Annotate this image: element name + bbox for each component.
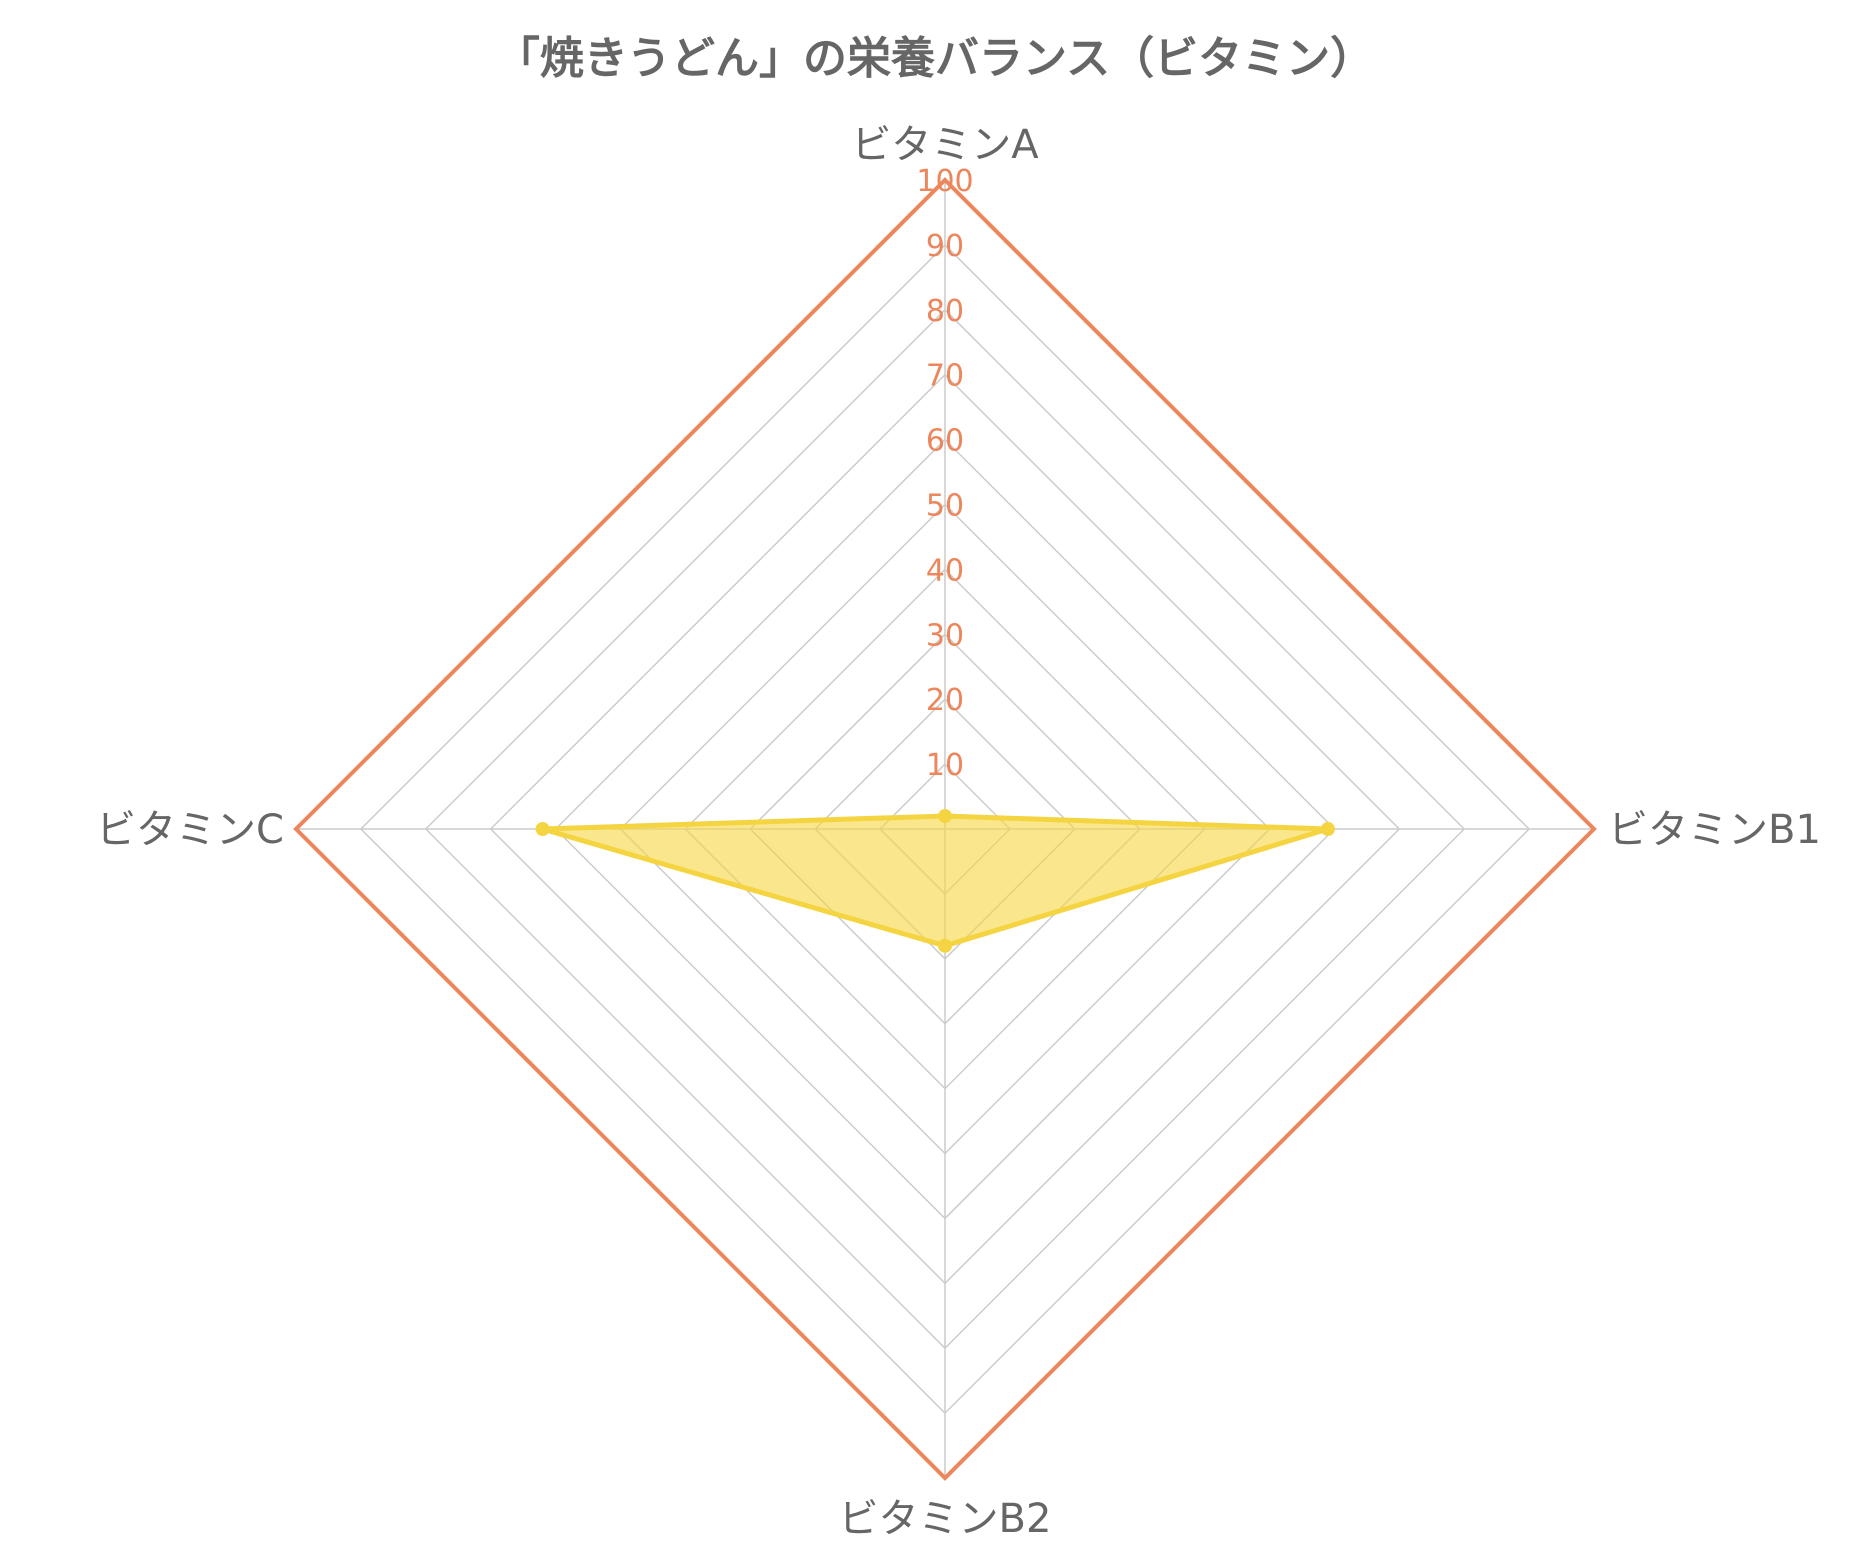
tick-label: 90 xyxy=(926,229,964,264)
tick-label: 50 xyxy=(926,489,964,524)
tick-layer: 10 20 30 40 50 60 70 80 90 100 xyxy=(916,164,973,783)
axis-label: ビタミンA xyxy=(851,122,1039,168)
data-point[interactable] xyxy=(535,822,550,836)
chart-title: 「焼きうどん」の栄養バランス（ビタミン） xyxy=(495,33,1375,84)
axis-label: ビタミンB1 xyxy=(1608,807,1821,853)
axis-label: ビタミンB2 xyxy=(839,1496,1052,1542)
series-area xyxy=(540,813,1331,949)
tick-label: 60 xyxy=(926,424,964,459)
tick-label: 30 xyxy=(926,618,964,653)
tick-label: 100 xyxy=(916,164,973,199)
data-point[interactable] xyxy=(1320,822,1335,836)
tick-label: 80 xyxy=(926,294,964,329)
data-point[interactable] xyxy=(938,809,952,824)
outer-ring xyxy=(293,177,1597,1481)
tick-label: 10 xyxy=(926,748,964,783)
tick-label: 20 xyxy=(926,683,964,718)
tick-label: 70 xyxy=(926,359,964,394)
tick-label: 40 xyxy=(926,553,964,588)
series-layer xyxy=(535,809,1335,953)
outline-layer xyxy=(293,177,1597,1481)
data-point[interactable] xyxy=(938,938,952,953)
label-layer: ビタミンA ビタミンB1 ビタミンB2 ビタミンC xyxy=(96,122,1821,1542)
axis-label: ビタミンC xyxy=(96,807,284,853)
